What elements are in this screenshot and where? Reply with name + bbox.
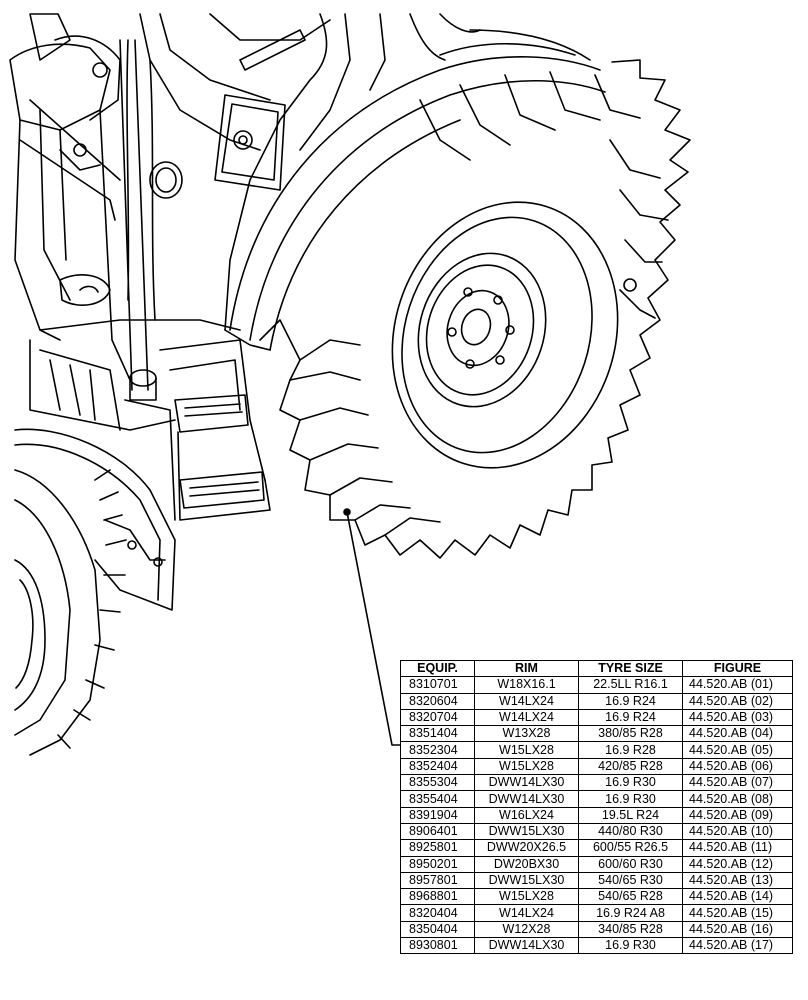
rear-fender <box>224 29 606 351</box>
cell-figure: 44.520.AB (03) <box>682 708 793 727</box>
cell-tyre-size: 600/60 R30 <box>578 855 683 873</box>
cell-figure: 44.520.AB (02) <box>682 692 793 710</box>
cell-rim: DWW15LX30 <box>474 871 579 890</box>
cell-equip: 8355404 <box>400 790 475 808</box>
cell-figure: 44.520.AB (08) <box>682 790 793 808</box>
cell-tyre-size: 540/65 R28 <box>578 888 683 906</box>
cell-tyre-size: 16.9 R30 <box>578 790 683 808</box>
header-figure: FIGURE <box>682 659 793 678</box>
cell-rim: W14LX24 <box>474 692 579 710</box>
cell-tyre-size: 600/55 R26.5 <box>578 839 683 857</box>
cell-equip: 8355304 <box>400 774 475 792</box>
cell-figure: 44.520.AB (13) <box>682 871 793 890</box>
cell-tyre-size: 22.5LL R16.1 <box>578 676 683 694</box>
cell-equip: 8906401 <box>400 822 475 841</box>
cell-tyre-size: 16.9 R24 <box>578 708 683 727</box>
header-rim: RIM <box>474 659 579 678</box>
front-wheel <box>14 428 176 756</box>
cell-tyre-size: 540/65 R30 <box>578 871 683 890</box>
cell-equip: 8320604 <box>400 692 475 710</box>
rear-tyre <box>259 59 691 559</box>
cell-figure: 44.520.AB (07) <box>682 774 793 792</box>
cell-equip: 8391904 <box>400 806 475 824</box>
cell-figure: 44.520.AB (01) <box>682 676 793 694</box>
cell-rim: DW20BX30 <box>474 855 579 873</box>
cell-tyre-size: 16.9 R24 A8 <box>578 904 683 922</box>
cell-rim: W13X28 <box>474 725 579 743</box>
cell-rim: W18X16.1 <box>474 676 579 694</box>
cell-tyre-size: 16.9 R28 <box>578 741 683 759</box>
cell-figure: 44.520.AB (04) <box>682 725 793 743</box>
cell-equip: 8957801 <box>400 871 475 890</box>
header-tyre-size: TYRE SIZE <box>578 659 683 678</box>
cell-figure: 44.520.AB (15) <box>682 904 793 922</box>
cell-figure: 44.520.AB (11) <box>682 839 793 857</box>
cell-equip: 8352304 <box>400 741 475 759</box>
cell-rim: DWW14LX30 <box>474 937 579 955</box>
cell-figure: 44.520.AB (09) <box>682 806 793 824</box>
cell-rim: DWW15LX30 <box>474 822 579 841</box>
cell-equip: 8950201 <box>400 855 475 873</box>
cell-equip: 8350404 <box>400 920 475 939</box>
cell-tyre-size: 420/85 R28 <box>578 757 683 776</box>
cell-rim: W15LX28 <box>474 757 579 776</box>
header-equip: EQUIP. <box>400 659 475 678</box>
cell-equip: 8351404 <box>400 725 475 743</box>
cell-rim: W14LX24 <box>474 708 579 727</box>
cell-figure: 44.520.AB (17) <box>682 937 793 955</box>
cell-figure: 44.520.AB (06) <box>682 757 793 776</box>
cell-tyre-size: 16.9 R30 <box>578 774 683 792</box>
cell-rim: W16LX24 <box>474 806 579 824</box>
cell-rim: DWW14LX30 <box>474 790 579 808</box>
cell-equip: 8968801 <box>400 888 475 906</box>
cell-rim: DWW14LX30 <box>474 774 579 792</box>
cell-rim: W12X28 <box>474 920 579 939</box>
table-header-row: EQUIP. RIM TYRE SIZE FIGURE <box>400 659 793 678</box>
leader-line <box>346 511 401 746</box>
cell-tyre-size: 440/80 R30 <box>578 822 683 841</box>
cell-tyre-size: 19.5L R24 <box>578 806 683 824</box>
cell-equip: 8310701 <box>400 676 475 694</box>
cell-rim: W14LX24 <box>474 904 579 922</box>
cell-figure: 44.520.AB (10) <box>682 822 793 841</box>
cell-tyre-size: 380/85 R28 <box>578 725 683 743</box>
cell-rim: W15LX28 <box>474 888 579 906</box>
cell-rim: DWW20X26.5 <box>474 839 579 857</box>
cell-rim: W15LX28 <box>474 741 579 759</box>
cell-equip: 8320404 <box>400 904 475 922</box>
cell-figure: 44.520.AB (14) <box>682 888 793 906</box>
cell-equip: 8930801 <box>400 937 475 955</box>
cell-figure: 44.520.AB (05) <box>682 741 793 759</box>
cab-structure <box>9 13 481 521</box>
cell-equip: 8925801 <box>400 839 475 857</box>
cell-figure: 44.520.AB (16) <box>682 920 793 939</box>
cell-figure: 44.520.AB (12) <box>682 855 793 873</box>
cell-equip: 8320704 <box>400 708 475 727</box>
cell-tyre-size: 16.9 R24 <box>578 692 683 710</box>
cell-tyre-size: 16.9 R30 <box>578 937 683 955</box>
cell-equip: 8352404 <box>400 757 475 776</box>
cell-tyre-size: 340/85 R28 <box>578 920 683 939</box>
